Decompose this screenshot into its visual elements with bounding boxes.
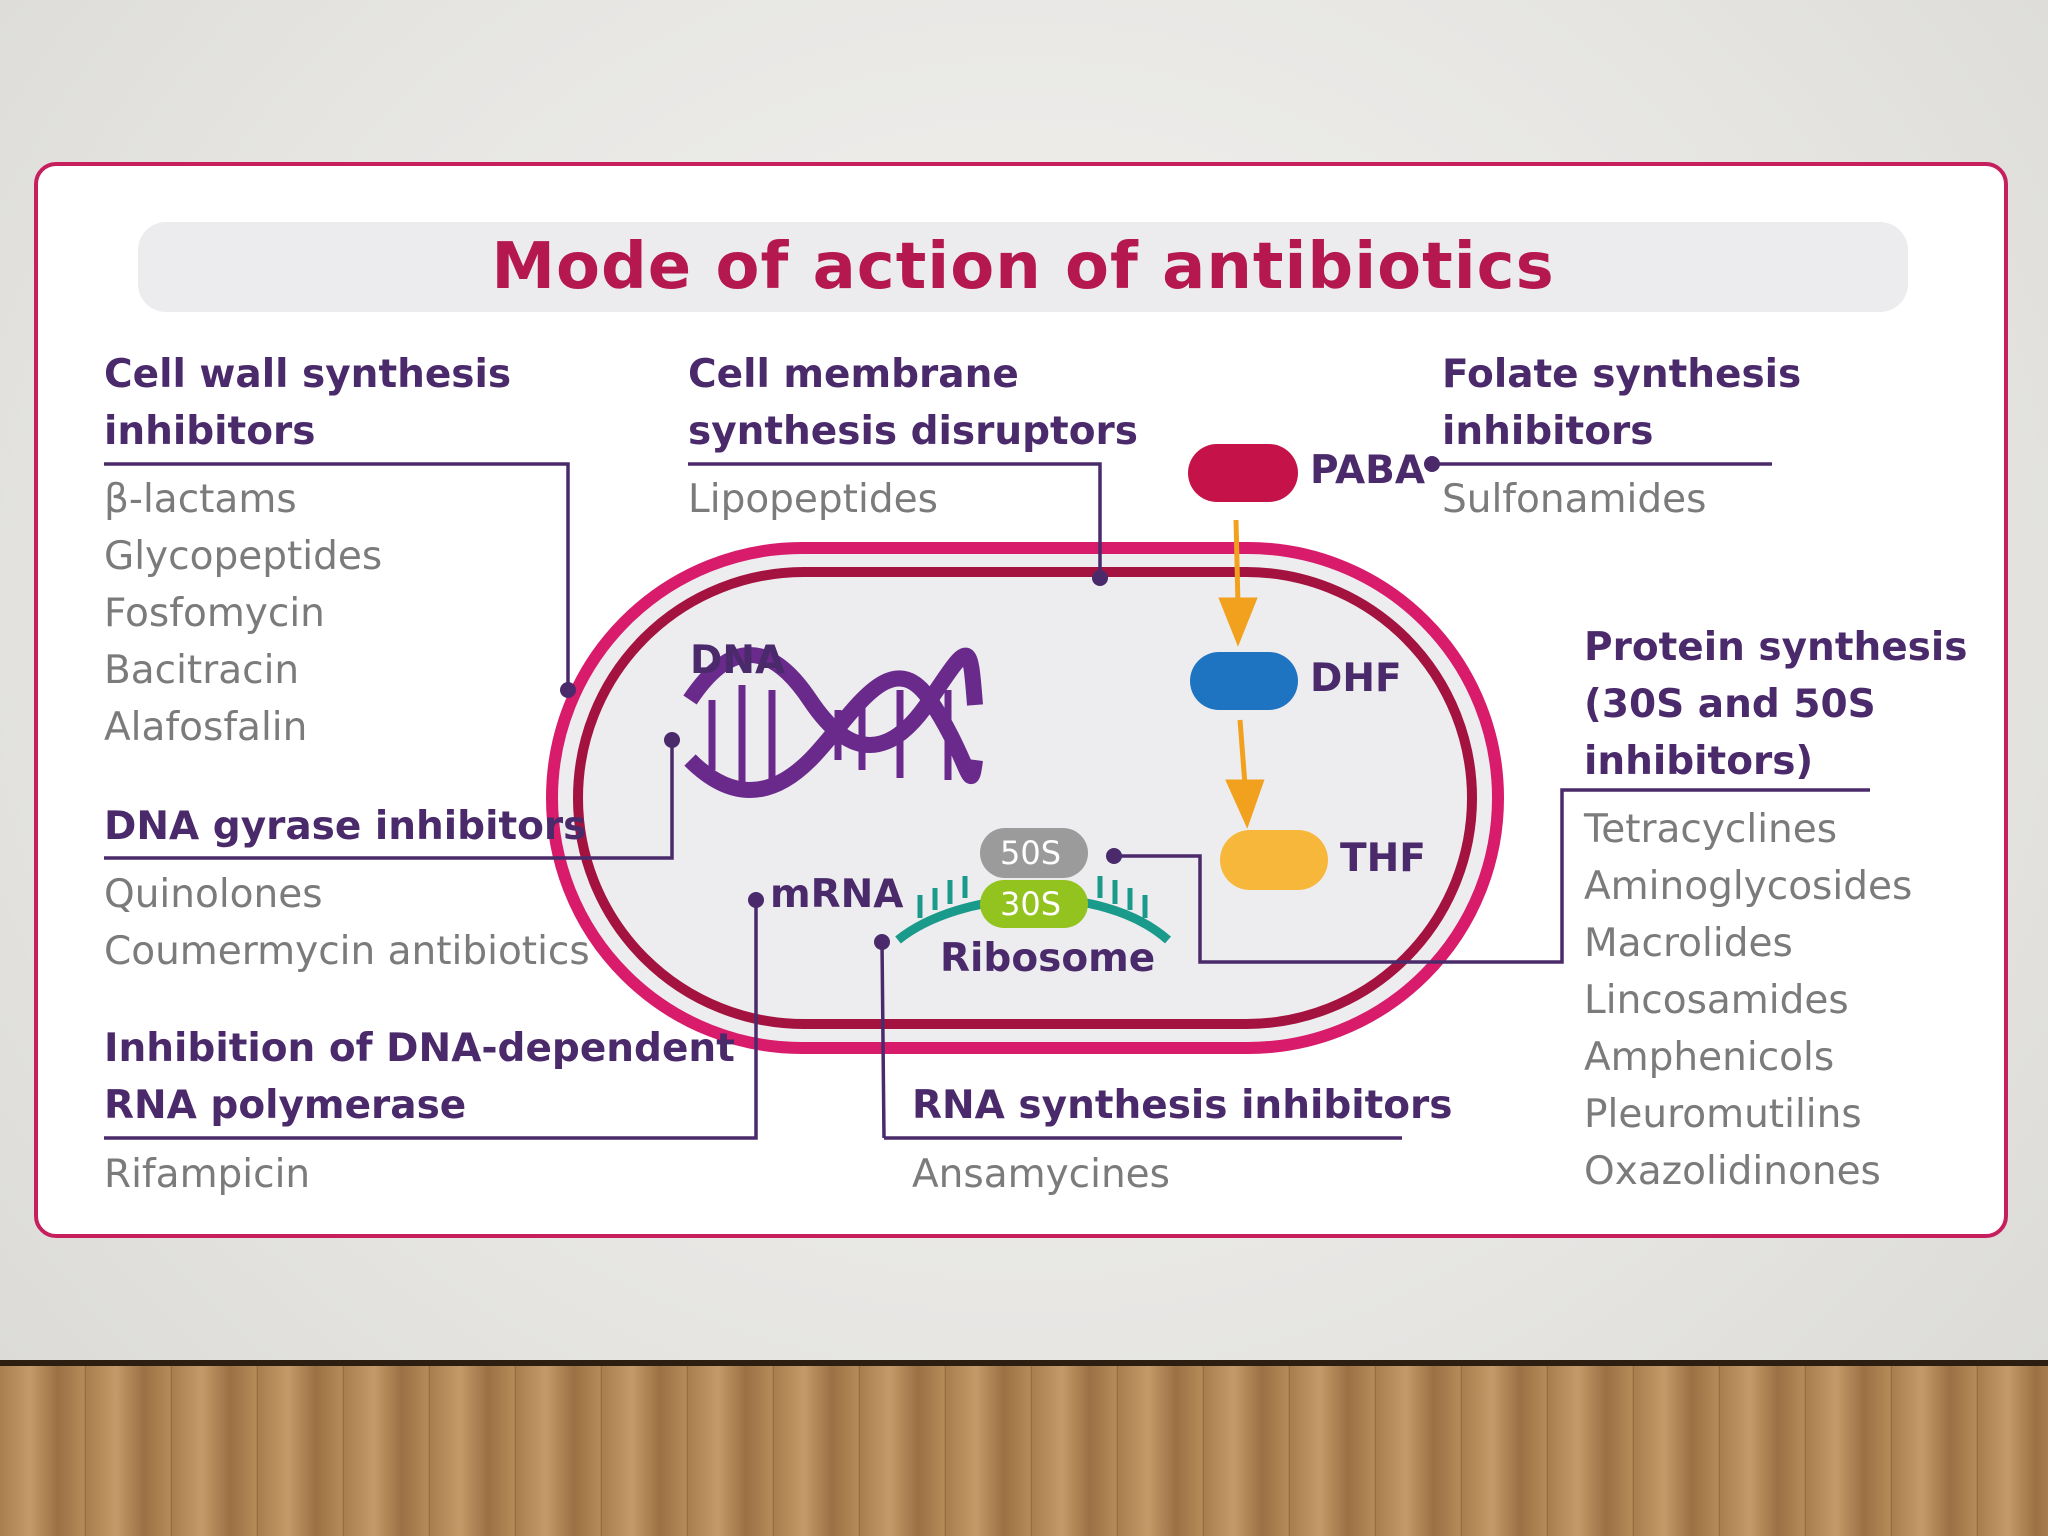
thf-label: THF [1340, 836, 1426, 881]
dhf-pill [1190, 652, 1298, 710]
rna-polymerase-item: Rifampicin [104, 1152, 311, 1197]
rna-synthesis-heading: RNA synthesis inhibitors [912, 1083, 1453, 1128]
cell-membrane-heading-2: synthesis disruptors [688, 409, 1138, 454]
dna-gyrase-heading: DNA gyrase inhibitors [104, 804, 587, 849]
cell-wall-item: Fosfomycin [104, 591, 325, 636]
cell-wall-item: β-lactams [104, 477, 297, 522]
rna-polymerase-heading-1: Inhibition of DNA-dependent [104, 1026, 735, 1071]
connector-dots [560, 456, 1440, 950]
ribosome-30s [980, 880, 1088, 928]
wood-floor [0, 1366, 2048, 1536]
dhf-label: DHF [1310, 656, 1402, 701]
ribosome-label: Ribosome [940, 936, 1156, 981]
dna-label: DNA [690, 638, 786, 683]
protein-item: Tetracyclines [1584, 807, 1838, 852]
protein-item: Oxazolidinones [1584, 1149, 1881, 1194]
protein-item: Amphenicols [1584, 1035, 1835, 1080]
cell-membrane-item: Lipopeptides [688, 477, 938, 522]
cell-wall-item: Alafosfalin [104, 705, 308, 750]
cell-wall-heading-2: inhibitors [104, 409, 316, 454]
paba-pill [1188, 444, 1298, 502]
dna-helix-icon [683, 647, 983, 798]
protein-item: Pleuromutilins [1584, 1092, 1862, 1137]
rna-synthesis-item: Ansamycines [912, 1152, 1170, 1197]
protein-heading-1: Protein synthesis [1584, 625, 1968, 670]
protein-heading-3: inhibitors) [1584, 739, 1814, 784]
cell-wall-heading-1: Cell wall synthesis [104, 352, 512, 397]
dna-gyrase-item: Coumermycin antibiotics [104, 929, 590, 974]
thf-pill [1220, 830, 1328, 890]
folate-item: Sulfonamides [1442, 477, 1707, 522]
folate-heading-2: inhibitors [1442, 409, 1654, 454]
rna-polymerase-heading-2: RNA polymerase [104, 1083, 467, 1128]
pathway-arrow-1 [1218, 519, 1258, 647]
mrna-label: mRNA [770, 872, 904, 917]
protein-item: Lincosamides [1584, 978, 1849, 1023]
title-bar [138, 222, 1908, 312]
ribosome-50s [980, 828, 1088, 878]
protein-item: Macrolides [1584, 921, 1793, 966]
floor-edge [0, 1360, 2048, 1370]
ribosome-30s-label: 30S [1000, 885, 1062, 923]
protein-item: Aminoglycosides [1584, 864, 1913, 909]
ribosome-50s-label: 50S [1000, 834, 1062, 872]
pathway-arrow-2 [1225, 719, 1265, 829]
folate-heading-1: Folate synthesis [1442, 352, 1802, 397]
paba-label: PABA [1310, 448, 1426, 493]
diagram-title: Mode of action of antibiotics [491, 230, 1555, 304]
cell-wall-item: Bacitracin [104, 648, 300, 693]
dna-gyrase-item: Quinolones [104, 872, 323, 917]
cell-membrane-heading-1: Cell membrane [688, 352, 1019, 397]
cell-wall-item: Glycopeptides [104, 534, 383, 579]
connector-lines [104, 462, 1870, 1140]
protein-heading-2: (30S and 50S [1584, 682, 1876, 727]
